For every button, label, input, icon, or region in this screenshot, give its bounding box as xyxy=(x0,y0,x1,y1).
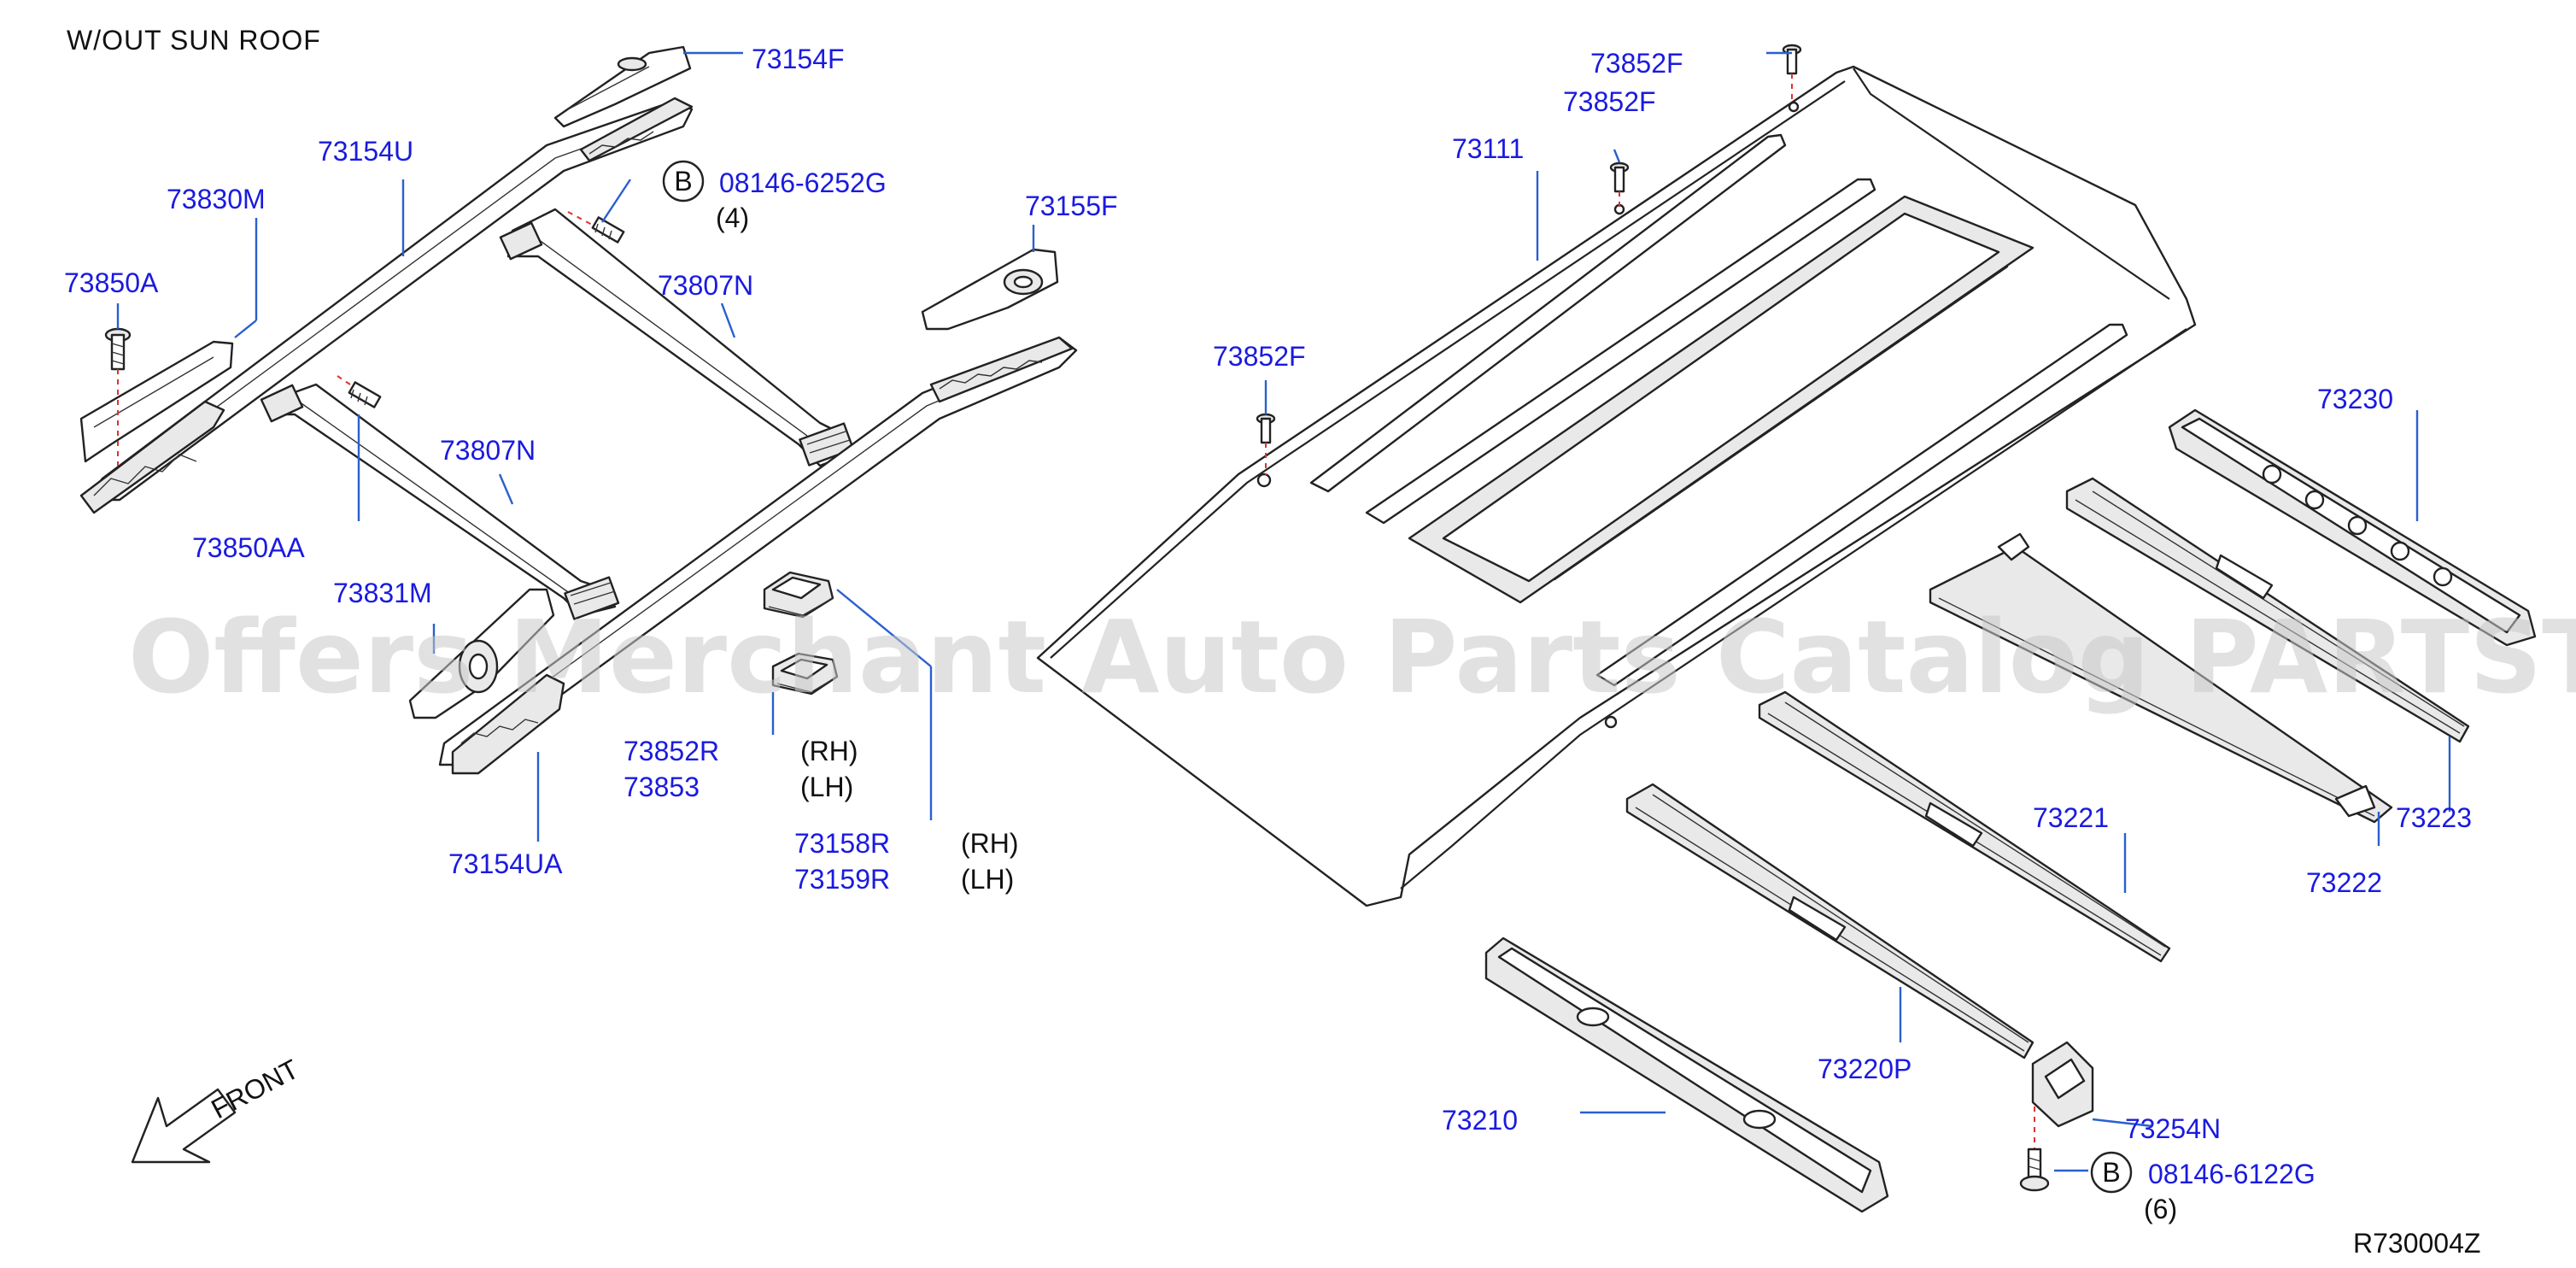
watermark-text: Offers Merchant Auto Parts Catalog PARTS… xyxy=(128,598,2576,716)
bolt-bottom-qty: (6) xyxy=(2144,1194,2177,1224)
bolt-top-badge: B xyxy=(674,166,692,197)
label-73852F-mid[interactable]: 73852F xyxy=(1563,86,1656,117)
label-73223[interactable]: 73223 xyxy=(2396,802,2472,833)
label-73154UA[interactable]: 73154UA xyxy=(448,848,563,879)
leader-lines xyxy=(116,51,2451,1172)
label-73155F[interactable]: 73155F xyxy=(1025,191,1118,221)
label-73852F-left[interactable]: 73852F xyxy=(1213,341,1306,372)
screw-73852F-top xyxy=(1782,44,1802,104)
roof-bow-73223 xyxy=(2065,477,2470,743)
label-73853[interactable]: 73853 xyxy=(624,772,700,802)
label-73154U[interactable]: 73154U xyxy=(318,136,413,167)
crossbar-lower xyxy=(260,383,620,620)
crossbar-upper xyxy=(499,208,856,467)
label-73111[interactable]: 73111 xyxy=(1452,133,1524,164)
front-direction-arrow xyxy=(131,1088,237,1164)
label-08146-6122G[interactable]: 08146-6122G xyxy=(2148,1159,2315,1189)
roof-rail-group xyxy=(79,45,1078,775)
label-73159R[interactable]: 73159R xyxy=(794,864,890,895)
side-rh-a: (RH) xyxy=(800,736,858,766)
bolt-08146-6122G xyxy=(2019,1107,2050,1192)
clip-73852R xyxy=(763,571,834,619)
clip-73153 xyxy=(771,652,839,696)
roof-bow-73230 xyxy=(2168,408,2537,647)
label-73210[interactable]: 73210 xyxy=(1442,1105,1518,1136)
diagram-ref-code: R730004Z xyxy=(2353,1228,2480,1259)
label-73852F-top[interactable]: 73852F xyxy=(1590,48,1683,79)
bolt-top-qty: (4) xyxy=(716,203,749,233)
label-73230[interactable]: 73230 xyxy=(2317,384,2393,414)
label-73850A[interactable]: 73850A xyxy=(64,267,159,298)
front-label: FRONT xyxy=(206,1054,303,1125)
side-rh-b: (RH) xyxy=(961,828,1019,859)
bolt-top-badge-circle xyxy=(662,160,705,203)
label-73254N[interactable]: 73254N xyxy=(2125,1113,2221,1144)
label-73807N-lower[interactable]: 73807N xyxy=(440,435,536,466)
bolt-bottom-badge: B xyxy=(2102,1157,2120,1188)
label-73831M[interactable]: 73831M xyxy=(333,578,432,608)
roof-bow-73221 xyxy=(1758,690,2171,963)
diagram-title: W/OUT SUN ROOF xyxy=(67,25,321,56)
label-08146-6252G[interactable]: 08146-6252G xyxy=(719,167,887,198)
bolt-bottom-badge-circle xyxy=(2090,1151,2133,1194)
rail-end-cap-rear xyxy=(79,340,234,463)
label-73158R[interactable]: 73158R xyxy=(794,828,890,859)
label-73221[interactable]: 73221 xyxy=(2033,802,2109,833)
label-73222[interactable]: 73222 xyxy=(2306,867,2382,898)
roof-bow-73220P xyxy=(1625,783,2034,1060)
label-73830M[interactable]: 73830M xyxy=(167,184,266,214)
bolt-73850AA xyxy=(337,375,382,408)
roof-bow-73222 xyxy=(1929,532,2393,824)
side-lh-b: (LH) xyxy=(961,864,1014,895)
roof-panel xyxy=(1036,65,2197,907)
rail-front-cover xyxy=(553,45,692,128)
label-73852R[interactable]: 73852R xyxy=(624,736,719,766)
bolt-08146-6252G xyxy=(567,211,625,244)
screw-73852F-mid xyxy=(1609,161,1630,207)
label-73154F[interactable]: 73154F xyxy=(752,44,845,74)
label-73807N-upper[interactable]: 73807N xyxy=(658,270,753,301)
label-73850AA[interactable]: 73850AA xyxy=(192,532,305,563)
bracket-73254N xyxy=(2031,1041,2094,1128)
label-73220P[interactable]: 73220P xyxy=(1818,1054,1912,1084)
side-lh-a: (LH) xyxy=(800,772,853,802)
roof-header-73210 xyxy=(1484,936,1889,1213)
screw-73852F-left xyxy=(1256,413,1276,475)
